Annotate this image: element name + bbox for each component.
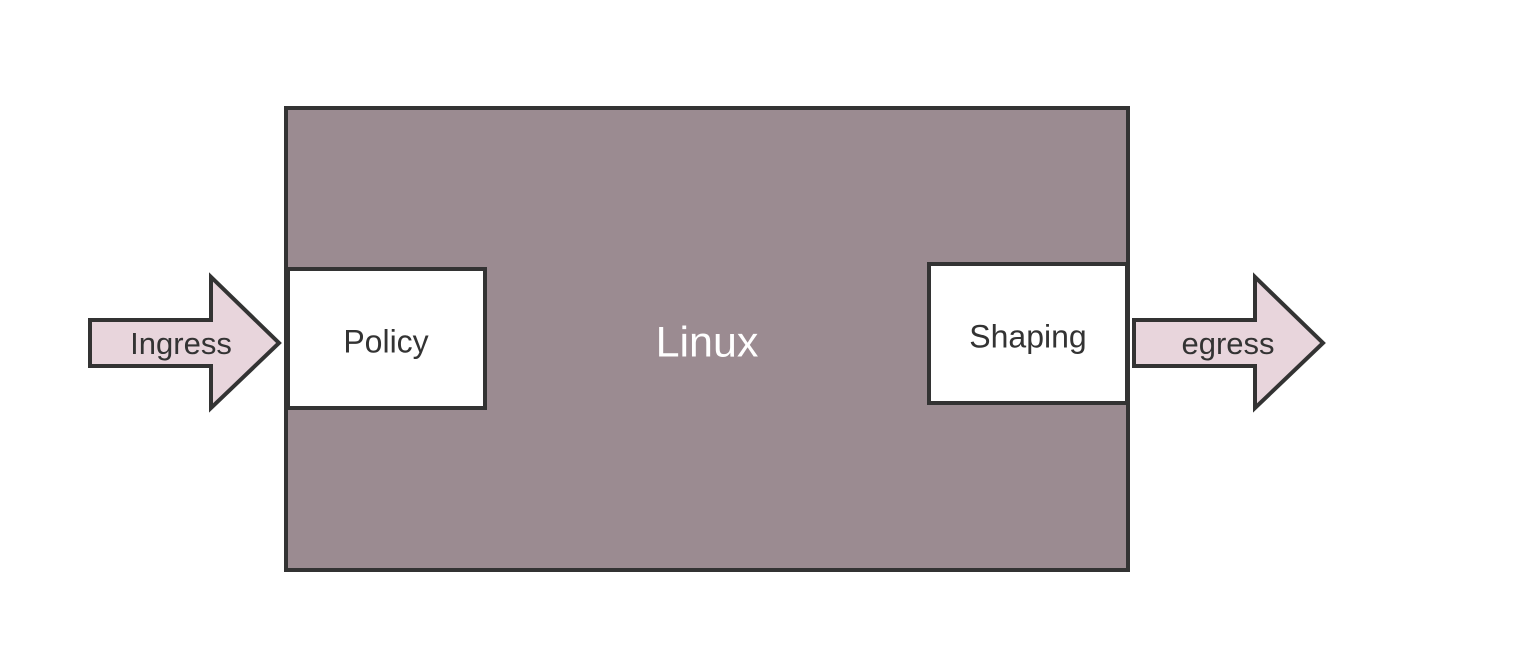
egress-arrow[interactable] bbox=[1132, 272, 1326, 413]
policy-label: Policy bbox=[343, 323, 428, 359]
policy-box[interactable] bbox=[286, 267, 487, 410]
egress-arrow-label: egress bbox=[1181, 326, 1274, 361]
linux-system-label: Linux bbox=[656, 318, 759, 366]
shaping-box[interactable] bbox=[927, 262, 1129, 405]
ingress-arrow[interactable] bbox=[88, 272, 282, 413]
shaping-label: Shaping bbox=[969, 318, 1086, 354]
ingress-arrow-label: Ingress bbox=[130, 326, 232, 361]
